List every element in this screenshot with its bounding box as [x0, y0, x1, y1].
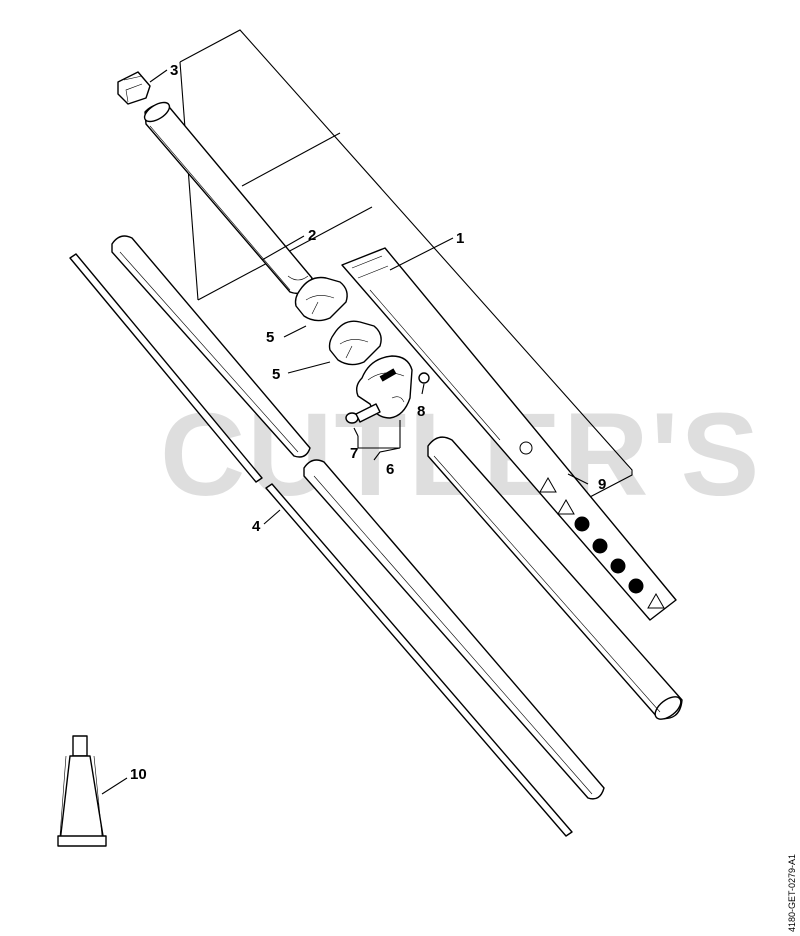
- liner-lower[interactable]: [303, 459, 605, 800]
- shaft-tube-part-9[interactable]: [427, 436, 685, 723]
- clamp-part-5-lower[interactable]: [328, 320, 382, 366]
- callout-5-upper: 5: [266, 329, 274, 346]
- callout-4: 4: [252, 518, 261, 535]
- leader-lines: [101, 69, 589, 795]
- callout-10: 10: [130, 766, 147, 783]
- screw-part-7[interactable]: [345, 403, 381, 424]
- callouts: 3 2 1 5 5 8 7 6 9 4 10: [130, 62, 606, 783]
- callout-1: 1: [456, 230, 464, 247]
- clamp-part-5-upper[interactable]: [294, 276, 348, 322]
- end-cap-part-3[interactable]: [117, 71, 151, 105]
- grease-tube-part-10[interactable]: [57, 735, 107, 847]
- callout-9: 9: [598, 476, 606, 493]
- liner-upper[interactable]: [111, 235, 311, 458]
- shaft-tube-part-2[interactable]: [141, 99, 313, 295]
- drawing-reference: 4180-GET-0279-A1: [787, 854, 797, 932]
- drive-shaft-part-4[interactable]: [69, 253, 573, 837]
- nut-part-8[interactable]: [418, 372, 430, 384]
- handle-housing-part-6[interactable]: [355, 355, 413, 419]
- callout-3: 3: [170, 62, 178, 79]
- callout-6: 6: [386, 461, 394, 478]
- warning-decal: [341, 247, 677, 621]
- callout-5-lower: 5: [272, 366, 280, 383]
- callout-8: 8: [417, 403, 425, 420]
- callout-2: 2: [308, 227, 316, 244]
- callout-7: 7: [350, 445, 358, 462]
